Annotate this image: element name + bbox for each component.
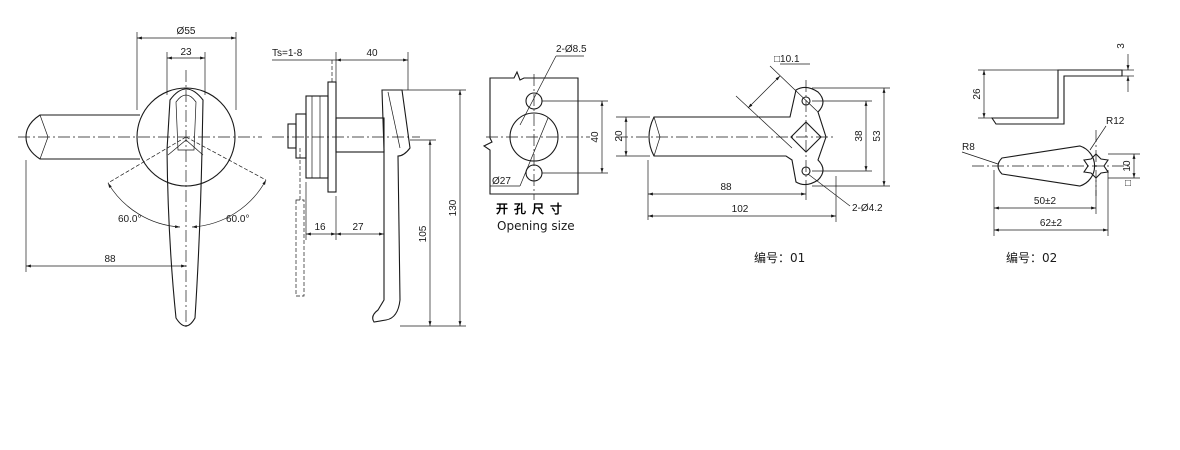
dim-26: 26: [972, 88, 983, 100]
dim-38: 38: [854, 130, 865, 142]
dim-depth-40: 40: [366, 48, 378, 59]
dim-130: 130: [448, 199, 459, 216]
dim-3: 3: [1116, 43, 1127, 49]
dim-62: 62±2: [1040, 218, 1063, 229]
dim-53: 53: [872, 130, 883, 142]
dim-angle-right: 60.0°: [226, 214, 249, 225]
dim-angle-left: 60.0°: [118, 214, 141, 225]
dim-16: 16: [314, 222, 326, 233]
dim-square-symbol: □: [1125, 178, 1131, 189]
view-opening-size: 2-Ø8.5 Ø27 40 开孔尺寸 Opening size: [482, 44, 608, 233]
dim-handle-length: 88: [104, 254, 116, 265]
dim-holes-8-5: 2-Ø8.5: [556, 44, 587, 55]
view-front-handle: Ø55 23 60.0° 60.0° 88: [18, 26, 267, 330]
opening-title-cn: 开孔尺寸: [496, 201, 568, 216]
dim-r8: R8: [962, 142, 975, 153]
view-side: Ts=1-8 40 16 27 105 130: [272, 48, 466, 327]
dim-10: 10: [1122, 160, 1133, 172]
dim-square-10-1: □10.1: [774, 54, 800, 65]
part-label-02: 编号：02: [1006, 250, 1057, 265]
dim-88: 88: [720, 182, 732, 193]
dim-27: 27: [352, 222, 364, 233]
dim-height-40: 40: [590, 131, 601, 143]
part-label-01: 编号：01: [754, 250, 805, 265]
opening-title-en: Opening size: [497, 219, 575, 233]
dim-105: 105: [418, 225, 429, 242]
dim-outer-diameter: Ø55: [177, 26, 196, 37]
dim-50: 50±2: [1034, 196, 1057, 207]
dim-r12: R12: [1106, 116, 1125, 127]
dim-panel-thickness: Ts=1-8: [272, 48, 303, 59]
dim-holes-4-2: 2-Ø4.2: [852, 203, 883, 214]
dim-lever-width: 23: [180, 47, 192, 58]
view-cam-02: 3 26 R8 R12 10 □ 50±2 62±2 编号：02: [961, 43, 1140, 265]
dim-center-27: Ø27: [492, 176, 511, 187]
dim-20: 20: [614, 130, 625, 142]
view-latch-01: □10.1 20 38 53 88 102 2-Ø4.2 编号：01: [614, 54, 890, 265]
dim-102: 102: [732, 204, 749, 215]
